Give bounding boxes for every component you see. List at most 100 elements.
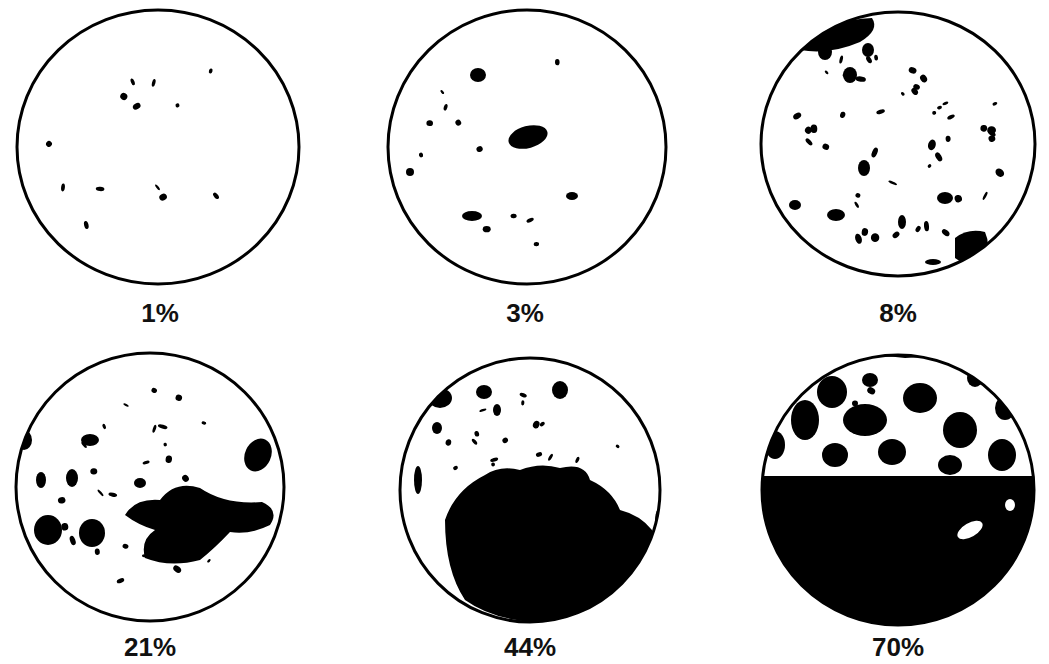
- coverage-label: 70%: [872, 634, 924, 660]
- small-spots: [45, 68, 220, 230]
- spot: [57, 496, 66, 504]
- spot: [145, 516, 150, 521]
- spot: [154, 184, 160, 191]
- spot: [132, 102, 142, 111]
- spot: [172, 564, 183, 574]
- spot: [866, 386, 876, 396]
- small-spots: [418, 59, 559, 246]
- spot: [123, 403, 129, 408]
- spot: [980, 125, 987, 132]
- spot: [526, 217, 535, 224]
- spot: [792, 111, 802, 120]
- spot: [839, 55, 844, 64]
- spot: [212, 192, 220, 200]
- spot: [942, 101, 949, 106]
- spot: [982, 191, 989, 200]
- spot: [534, 242, 540, 247]
- spot: [910, 87, 919, 97]
- small-spots: [445, 392, 620, 471]
- spot: [454, 119, 462, 127]
- spot: [207, 558, 212, 563]
- small-spots: [852, 386, 912, 431]
- spot: [208, 68, 213, 74]
- spot: [452, 465, 458, 471]
- spot: [490, 457, 499, 463]
- small-spots: [792, 55, 1006, 245]
- spot: [418, 152, 423, 158]
- spot: [476, 145, 484, 153]
- spot: [575, 456, 581, 463]
- spot: [555, 59, 560, 65]
- spot: [513, 135, 520, 143]
- spot: [81, 441, 88, 449]
- spot: [532, 420, 541, 430]
- coverage-label: 8%: [879, 300, 917, 326]
- spot: [519, 392, 527, 398]
- spot: [96, 186, 105, 191]
- coverage-label: 1%: [141, 300, 179, 326]
- spot: [861, 228, 869, 237]
- spot: [122, 543, 129, 549]
- spot: [876, 108, 886, 115]
- spot: [163, 442, 167, 446]
- spot: [994, 167, 1006, 179]
- spot: [521, 400, 525, 405]
- coverage-label: 44%: [504, 634, 556, 660]
- spot: [479, 408, 487, 413]
- spot: [874, 55, 878, 61]
- coverage-label: 21%: [124, 634, 176, 660]
- spot: [947, 114, 956, 121]
- spot: [152, 424, 157, 433]
- spot: [510, 214, 516, 219]
- spot: [45, 140, 53, 148]
- spot: [151, 79, 156, 87]
- spot: [945, 135, 951, 142]
- spot: [102, 423, 107, 429]
- spot: [954, 194, 963, 203]
- spot: [804, 125, 814, 135]
- spot: [165, 455, 173, 464]
- disease-spots: [16, 18, 1040, 646]
- spot: [891, 230, 900, 239]
- spot: [535, 451, 543, 457]
- spot: [158, 192, 168, 201]
- spot: [116, 577, 125, 584]
- spot: [821, 143, 830, 151]
- spot: [919, 73, 929, 83]
- spot: [181, 474, 190, 484]
- leaf-outline: [16, 10, 1035, 625]
- spot: [157, 423, 168, 430]
- coverage-label: 3%: [506, 300, 544, 326]
- spot: [854, 233, 863, 245]
- spot: [245, 510, 249, 515]
- spot: [142, 554, 150, 557]
- spot: [987, 128, 997, 138]
- spot: [97, 489, 104, 497]
- spot: [852, 400, 858, 406]
- spot: [474, 430, 480, 437]
- spot: [927, 139, 937, 151]
- spot: [175, 103, 180, 108]
- spot: [924, 221, 930, 232]
- spot: [539, 421, 546, 427]
- small-spots: [57, 387, 249, 584]
- spot: [83, 221, 89, 230]
- spot: [201, 421, 206, 425]
- spot: [865, 55, 873, 64]
- spot: [900, 91, 905, 96]
- spot: [937, 105, 943, 110]
- spot: [130, 78, 136, 86]
- spot: [61, 523, 69, 531]
- spot: [142, 460, 150, 465]
- spot: [934, 151, 944, 162]
- spot: [804, 137, 813, 146]
- spot: [888, 180, 897, 186]
- spot: [159, 551, 165, 557]
- spot: [90, 468, 97, 475]
- spot: [905, 390, 911, 397]
- spot: [151, 387, 158, 394]
- spot: [859, 423, 866, 431]
- spot: [824, 70, 829, 75]
- spot: [491, 462, 495, 466]
